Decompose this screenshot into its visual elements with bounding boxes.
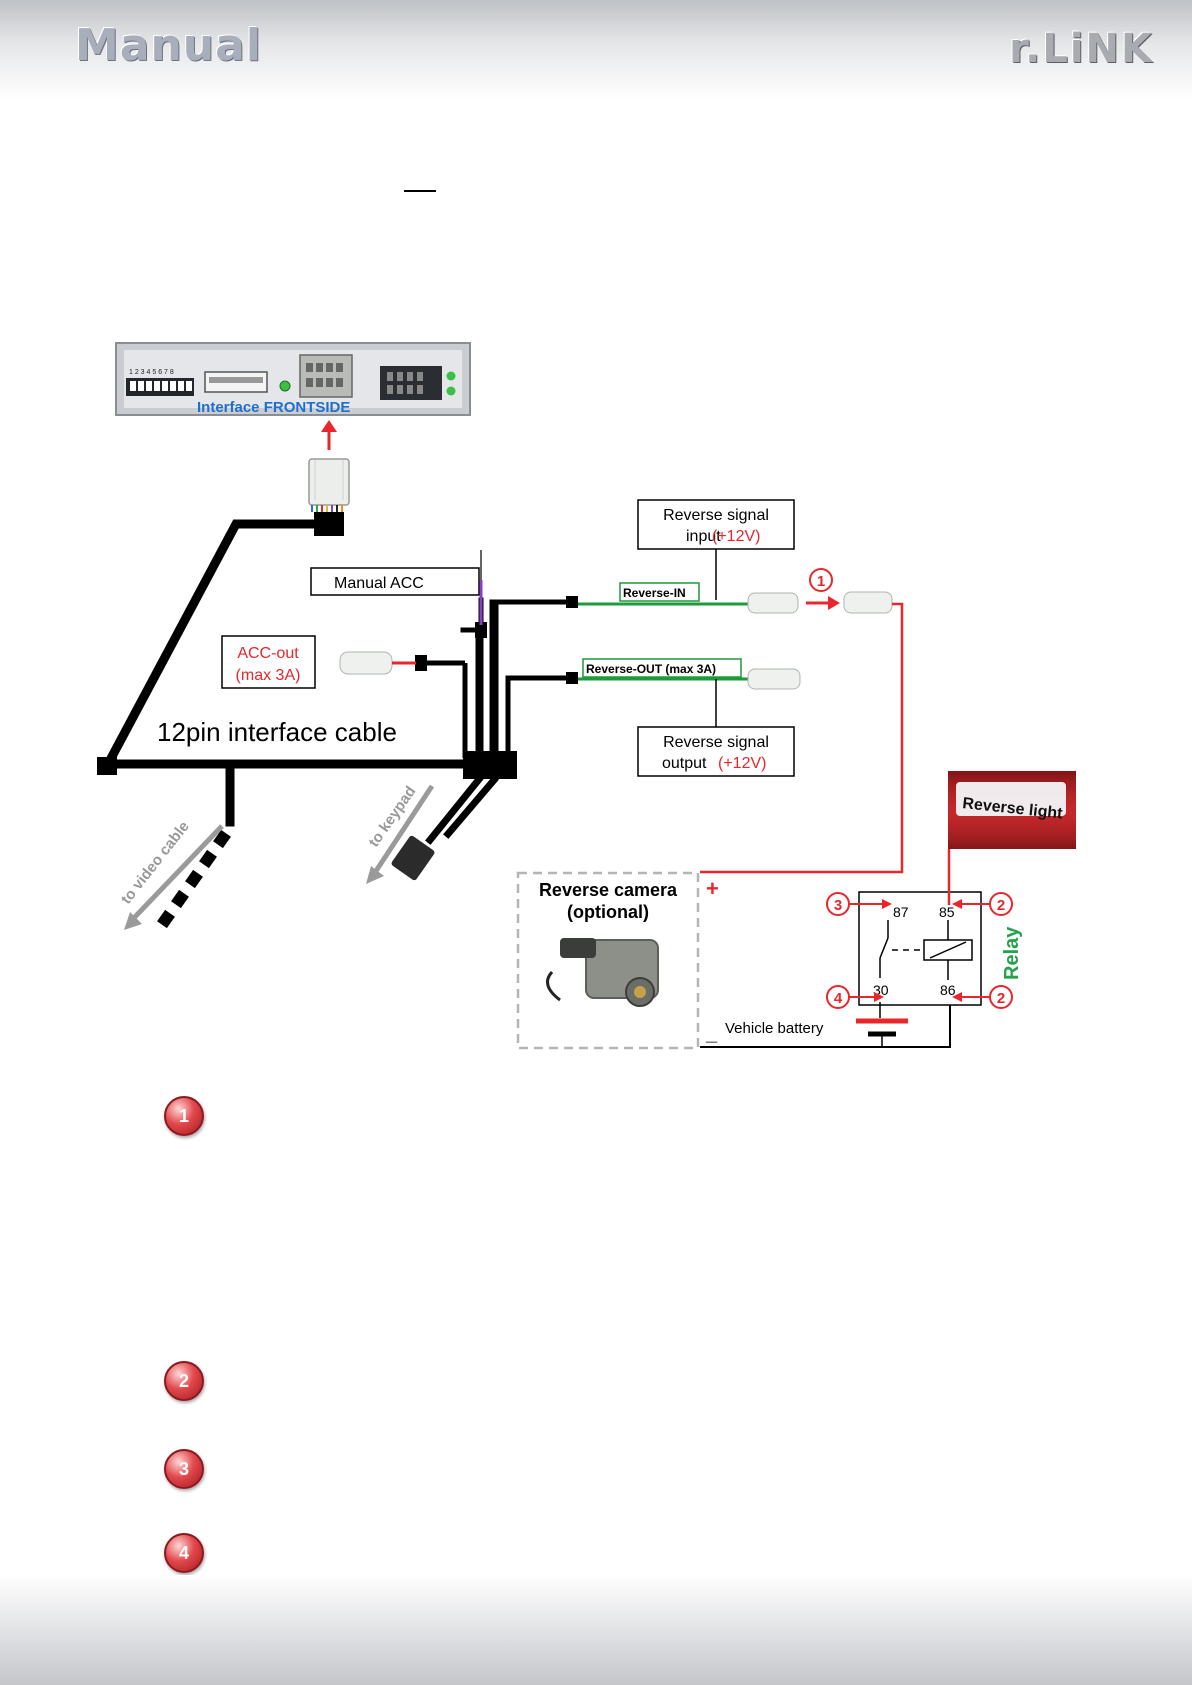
video-arrow bbox=[124, 824, 224, 930]
reverse-output-word: output bbox=[662, 755, 707, 772]
interface-frontside-label: Interface FRONTSIDE bbox=[197, 399, 350, 416]
acc-out: ACC-out (max 3A) bbox=[221, 635, 416, 689]
manual-acc-label: Manual ACC bbox=[334, 575, 424, 592]
pin-86: 86 bbox=[940, 982, 956, 998]
marker-1: 1 bbox=[817, 573, 825, 590]
battery-symbol bbox=[856, 1002, 908, 1047]
plus-sign: + bbox=[706, 876, 719, 901]
harness-node-left bbox=[97, 757, 117, 775]
legend-badge-4: 4 bbox=[164, 1533, 204, 1573]
acc-node bbox=[475, 622, 487, 638]
relay: 87 85 30 86 Relay bbox=[858, 891, 1023, 1006]
dip-switch: 1 2 3 4 5 6 7 8 bbox=[126, 369, 194, 396]
pin-85: 85 bbox=[939, 904, 955, 920]
arrow-to-interface bbox=[321, 420, 337, 450]
pin-87: 87 bbox=[893, 904, 909, 920]
12pin-socket bbox=[299, 354, 353, 398]
manual-acc: Manual ACC bbox=[310, 550, 483, 625]
12pin-plug bbox=[308, 458, 350, 536]
marker-2a: 2 bbox=[997, 897, 1005, 914]
legend-badge-2: 2 bbox=[164, 1361, 204, 1401]
video-cable-dashes bbox=[157, 829, 231, 929]
acc-out-joint bbox=[415, 655, 427, 671]
reverse-input-voltage: (+12V) bbox=[712, 528, 760, 545]
reverse-output-label: Reverse signal bbox=[663, 734, 769, 751]
camera-optional: (optional) bbox=[567, 902, 649, 922]
legend-badge-1: 1 bbox=[164, 1096, 204, 1136]
relay-markers: 3 4 2 2 bbox=[826, 892, 1013, 1009]
cable-label: 12pin interface cable bbox=[157, 717, 397, 747]
reverse-output-box: Reverse signal output (+12V) bbox=[637, 726, 795, 777]
reverse-in-wire: Reverse-IN bbox=[566, 582, 799, 614]
manual-logo: Manual bbox=[75, 20, 262, 71]
acc-out-max: (max 3A) bbox=[236, 667, 301, 684]
reverse-out-wire: Reverse-OUT (max 3A) bbox=[566, 658, 801, 727]
dip-numbers: 1 2 3 4 5 6 7 8 bbox=[129, 369, 174, 376]
connection-arrow-1: 1 bbox=[806, 568, 893, 614]
harness-node-right bbox=[463, 751, 517, 779]
interface-box: 1 2 3 4 5 6 7 8 Interface FRONTSIDE bbox=[115, 342, 471, 416]
harness-cable bbox=[101, 519, 578, 845]
camera-power-wire bbox=[700, 602, 904, 874]
relay-label: Relay bbox=[1001, 926, 1023, 980]
acc-out-label: ACC-out bbox=[237, 645, 299, 662]
power-socket bbox=[380, 366, 456, 400]
camera-title: Reverse camera bbox=[539, 880, 678, 900]
reverse-in-label: Reverse-IN bbox=[623, 586, 686, 600]
page-header: Manual r.LiNK bbox=[0, 0, 1192, 100]
underline-mark bbox=[404, 190, 436, 192]
reverse-input-word: input bbox=[686, 528, 721, 545]
reverse-output-voltage: (+12V) bbox=[718, 755, 766, 772]
legend-badge-3: 3 bbox=[164, 1449, 204, 1489]
reverse-out-label: Reverse-OUT (max 3A) bbox=[586, 662, 716, 676]
page-footer bbox=[0, 1575, 1192, 1685]
status-led bbox=[279, 380, 291, 392]
vehicle-battery-label: Vehicle battery bbox=[725, 1020, 824, 1037]
marker-3: 3 bbox=[834, 897, 842, 914]
marker-4: 4 bbox=[834, 990, 843, 1007]
ground-wire bbox=[700, 1000, 951, 1048]
marker-2b: 2 bbox=[997, 990, 1005, 1007]
reverse-camera: Reverse camera (optional) + _ bbox=[516, 871, 719, 1050]
relay-arrows bbox=[848, 899, 990, 1002]
rlink-logo: r.LiNK bbox=[1009, 26, 1154, 72]
minus-sign: _ bbox=[705, 1023, 718, 1045]
keypad-arrow bbox=[366, 784, 435, 884]
ribbon-connector bbox=[204, 371, 268, 393]
reverse-light-photo: Reverse light bbox=[947, 771, 1076, 905]
reverse-input-label: Reverse signal bbox=[663, 507, 769, 524]
reverse-input-box: Reverse signal input (+12V) bbox=[637, 499, 795, 600]
keypad-connector bbox=[391, 835, 435, 881]
